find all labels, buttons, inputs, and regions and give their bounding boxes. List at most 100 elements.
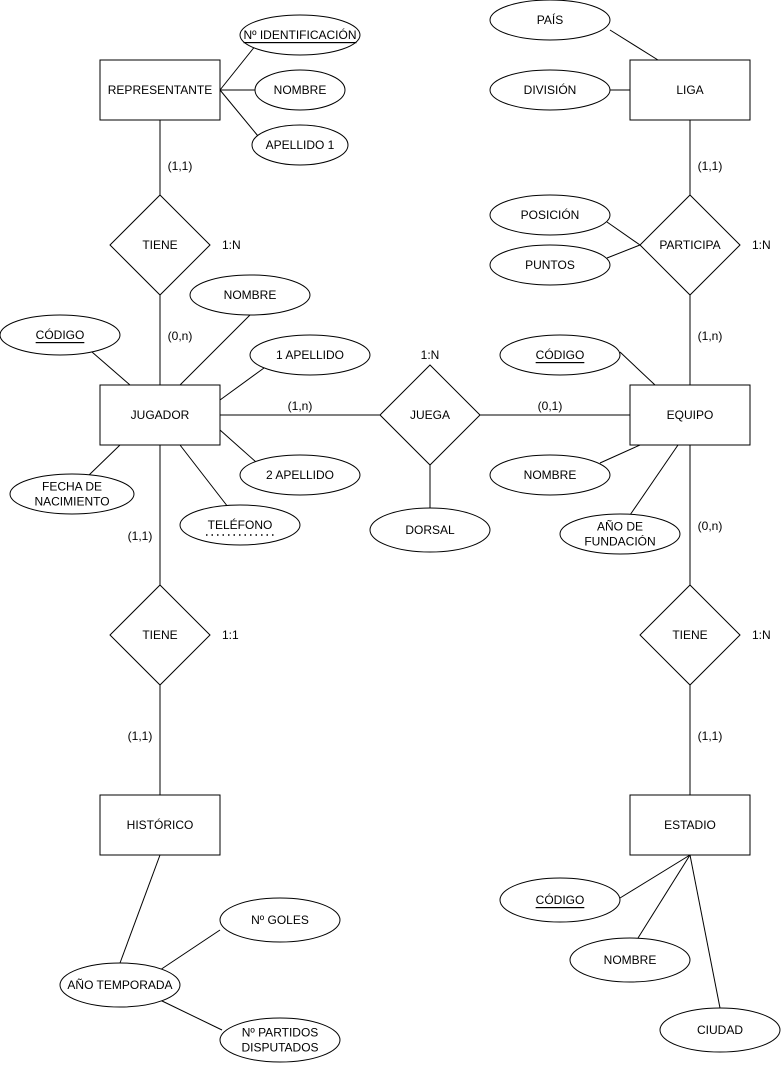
attribute-ellipse — [219, 897, 341, 943]
attribute-ellipse — [0, 314, 121, 356]
attribute-label: PUNTOS — [525, 258, 575, 272]
relationship-tiene-jug-hist[interactable]: TIENE 1:1 — [109, 584, 239, 686]
attribute-label: POSICIÓN — [521, 207, 580, 222]
participation-label-equ-juega: (0,1) — [538, 399, 563, 413]
relationship-label: PARTICIPA — [659, 238, 720, 252]
attribute-jug-apellido2[interactable]: 2 APELLIDO — [239, 454, 361, 496]
line-hist-goles — [159, 929, 221, 971]
attribute-est-codigo[interactable]: CÓDIGO — [499, 877, 621, 923]
attribute-hist-temporada[interactable]: AÑO TEMPORADA — [59, 962, 181, 1008]
entity-representante[interactable]: REPRESENTANTE — [99, 59, 221, 121]
entity-box — [99, 794, 221, 856]
key-attribute-label: Nº IDENTIFICACIÓN — [243, 27, 356, 42]
attribute-jug-codigo[interactable]: CÓDIGO — [0, 314, 121, 356]
relationship-label: TIENE — [672, 628, 707, 642]
line-equ-fundacion — [629, 444, 679, 516]
attribute-ellipse — [249, 334, 371, 376]
participation-label-equ-side-top: (1,n) — [698, 329, 723, 343]
attribute-est-nombre[interactable]: NOMBRE — [569, 937, 691, 983]
attribute-ellipse — [489, 194, 611, 236]
relationship-label: TIENE — [142, 238, 177, 252]
entity-box — [629, 794, 751, 856]
attribute-equ-codigo[interactable]: CÓDIGO — [499, 334, 621, 376]
entity-label: REPRESENTANTE — [108, 83, 212, 97]
cardinality-label: 1:N — [752, 238, 771, 252]
attribute-liga-pais[interactable]: PAÍS — [489, 0, 611, 41]
attribute-ellipse — [239, 14, 361, 56]
line-jug-nombre — [179, 314, 251, 386]
attribute-label: NOMBRE — [224, 288, 277, 302]
attribute-jug-telefono[interactable]: TELÉFONO — [179, 504, 301, 546]
line-jug-telefono — [179, 444, 229, 508]
line-jug-apellido1 — [219, 367, 265, 401]
attribute-ellipse — [251, 124, 349, 166]
participation-label-equ-side-bottom: (0,n) — [698, 519, 723, 533]
relationship-participa[interactable]: PARTICIPA 1:N — [639, 194, 771, 296]
attribute-ellipse — [239, 454, 361, 496]
entity-jugador[interactable]: JUGADOR — [99, 384, 221, 446]
entity-box — [629, 59, 751, 121]
attribute-ellipse — [219, 1017, 341, 1063]
attribute-liga-division[interactable]: DIVISIÓN — [489, 69, 611, 111]
relationship-diamond — [639, 194, 741, 296]
attribute-label: NOMBRE — [274, 83, 327, 97]
attribute-label: Nº GOLES — [251, 913, 309, 927]
relationship-tiene-equ-est[interactable]: TIENE 1:N — [639, 584, 771, 686]
cardinality-label: 1:N — [752, 628, 771, 642]
relationship-label: TIENE — [142, 628, 177, 642]
attribute-label: DORSAL — [405, 523, 455, 537]
entity-label: JUGADOR — [131, 408, 190, 422]
key-attribute-label: CÓDIGO — [36, 327, 85, 342]
attribute-rep-id[interactable]: Nº IDENTIFICACIÓN — [239, 14, 361, 56]
cardinality-label: 1:1 — [222, 628, 239, 642]
entity-estadio[interactable]: ESTADIO — [629, 794, 751, 856]
line-equ-codigo — [619, 351, 656, 386]
participation-label-liga-side: (1,1) — [698, 159, 723, 173]
relationship-diamond — [639, 584, 741, 686]
entity-label: LIGA — [676, 83, 703, 97]
attribute-ellipse — [489, 244, 611, 286]
participation-label-est-side: (1,1) — [698, 729, 723, 743]
entity-liga[interactable]: LIGA — [629, 59, 751, 121]
attribute-jug-apellido1[interactable]: 1 APELLIDO — [249, 334, 371, 376]
entity-historico[interactable]: HISTÓRICO — [99, 794, 221, 856]
attribute-label: 2 APELLIDO — [266, 468, 334, 482]
line-rep-apellido — [219, 89, 259, 137]
line-jug-fecha — [87, 444, 121, 477]
attribute-label: NOMBRE — [524, 468, 577, 482]
entity-equipo[interactable]: EQUIPO — [629, 384, 751, 446]
line-liga-pais — [609, 29, 659, 61]
attribute-hist-goles[interactable]: Nº GOLES — [219, 897, 341, 943]
relationship-diamond — [109, 584, 211, 686]
entity-box — [629, 384, 751, 446]
attribute-jug-nombre[interactable]: NOMBRE — [189, 274, 311, 316]
attribute-ellipse — [254, 69, 346, 111]
attribute-ellipse — [489, 69, 611, 111]
attribute-ellipse — [489, 0, 611, 41]
participation-label-jug-side-top: (0,n) — [168, 329, 193, 343]
attribute-equ-nombre[interactable]: NOMBRE — [489, 454, 611, 496]
attribute-rep-nombre[interactable]: NOMBRE — [254, 69, 346, 111]
attribute-part-posicion[interactable]: POSICIÓN — [489, 194, 611, 236]
entity-label: HISTÓRICO — [127, 817, 194, 832]
line-part-puntos — [606, 244, 641, 259]
participation-label-hist-side: (1,1) — [128, 729, 153, 743]
participation-label-rep-side: (1,1) — [168, 159, 193, 173]
attribute-ellipse — [569, 937, 691, 983]
attribute-part-puntos[interactable]: PUNTOS — [489, 244, 611, 286]
attribute-juega-dorsal[interactable]: DORSAL — [369, 507, 491, 553]
line-jug-apellido2 — [219, 429, 257, 463]
line-jug-codigo — [91, 351, 131, 386]
attribute-rep-apellido[interactable]: APELLIDO 1 — [251, 124, 349, 166]
attribute-label: CIUDAD — [697, 1023, 743, 1037]
line-est-nombre — [637, 854, 691, 939]
attribute-est-ciudad[interactable]: CIUDAD — [659, 1007, 781, 1053]
attribute-label: PAÍS — [537, 12, 563, 27]
attribute-ellipse — [179, 504, 301, 546]
entity-label: ESTADIO — [664, 818, 716, 832]
